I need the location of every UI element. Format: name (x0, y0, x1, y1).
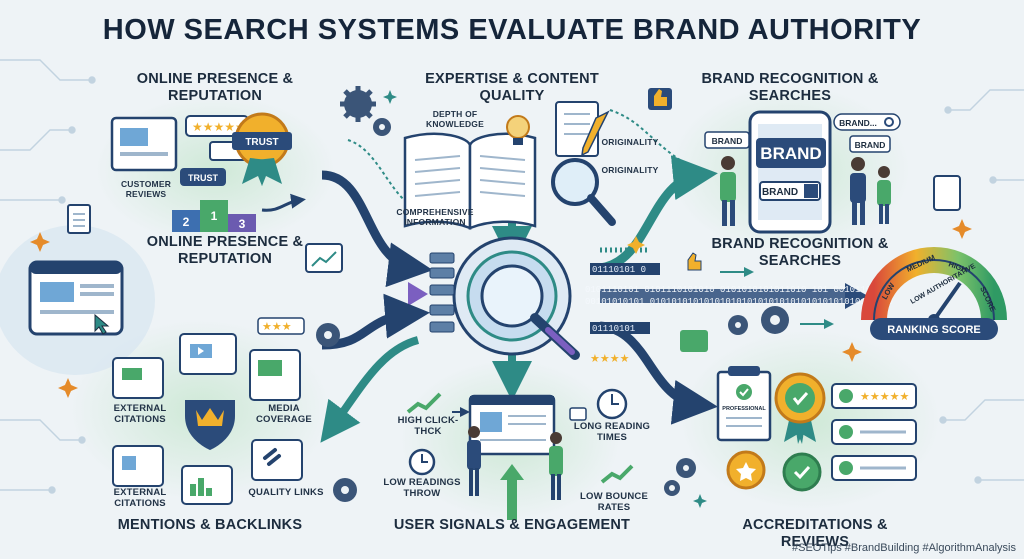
phone-brand-text: BRAND (760, 144, 821, 163)
ranking-gauge: RANKING SCORE LOW MEDIUM HIGH SCORE LOW … (861, 247, 1007, 340)
expertise-illustration (403, 101, 616, 230)
central-hub (429, 236, 580, 360)
browser-window-icon (28, 260, 124, 336)
customer-reviews-label: CUSTOMER REVIEWS (120, 179, 172, 199)
external-citations-label-1: EXTERNAL CITATIONS (113, 403, 167, 425)
ranking-label-text: RANKING SCORE (887, 324, 981, 336)
online-presence-illustration: ★★★★★ TRUST TRUST 2 1 3 (110, 112, 343, 273)
online-presence-heading-repeat: ONLINE PRESENCE & REPUTATION (146, 234, 304, 267)
long-reading-label: LONG READING TIMES (573, 421, 651, 443)
gear-icons (316, 86, 789, 502)
external-citations-label-2: EXTERNAL CITATIONS (113, 487, 167, 509)
cert-text-text: PROFESSIONAL (722, 406, 766, 412)
hashtags: #SEOTips #BrandBuilding #AlgorithmAnalys… (792, 542, 1016, 554)
svg-text:★★★★★: ★★★★★ (192, 120, 246, 134)
document-icons (67, 204, 91, 234)
bin-bot-text: 01110101 (592, 324, 635, 334)
sparkle-stars (30, 90, 972, 508)
originality-label-2: ORIGINALITY (601, 165, 659, 175)
online-presence-heading: ONLINE PRESENCE & REPUTATION (136, 71, 294, 104)
bin-top-text: 01110101 0 (592, 265, 646, 275)
comprehensive-information-label: COMPREHENSIVE INFORMATION (396, 207, 474, 227)
depth-of-knowledge-label: DEPTH OF KNOWLEDGE (426, 109, 484, 129)
page-title: HOW SEARCH SYSTEMS EVALUATE BRAND AUTHOR… (102, 14, 922, 46)
pod-1-text: 1 (211, 209, 218, 223)
high-clickthrough-label: HIGH CLICK-THCK (397, 415, 459, 437)
big-trust-text: TRUST (245, 137, 278, 148)
pod-2-text: 2 (183, 215, 190, 229)
media-coverage-label: MEDIA COVERAGE (256, 403, 312, 425)
low-bounce-label: LOW BOUNCE RATES (580, 491, 648, 513)
accreditations-heading: ACCREDITATIONS & REVIEWS (742, 517, 888, 550)
svg-text:★★★★★: ★★★★★ (860, 391, 909, 403)
user-signals-heading: USER SIGNALS & ENGAGEMENT (393, 517, 631, 533)
svg-text:★★★★: ★★★★ (590, 353, 630, 365)
mentions-illustration: ★★★ (112, 317, 305, 505)
small-trust-text: TRUST (188, 173, 218, 183)
expertise-heading: EXPERTISE & CONTENT QUALITY (425, 71, 599, 104)
bubble-brand-l-text: BRAND (712, 136, 743, 146)
pod-3-text: 3 (239, 217, 246, 231)
brand-recognition-illustration: BRAND BRAND BRAND BRAND BRAND... (648, 88, 961, 234)
accreditations-illustration: PROFESSIONAL ★★★★★ (680, 252, 917, 492)
quality-links-label: QUALITY LINKS (248, 487, 324, 498)
low-readings-label: LOW READINGS THROW (383, 477, 461, 499)
circuit-traces (0, 59, 1024, 494)
mentions-heading: MENTIONS & BACKLINKS (117, 517, 303, 533)
flow-arrows (130, 109, 868, 443)
search-bar-text: BRAND... (839, 118, 877, 128)
bin-mid2-text: 00101010101 0101010101010101010101010101… (585, 297, 893, 307)
user-signals-illustration: ★★★★ (406, 353, 634, 520)
binary-stream: 01110101 0 0101110101 0101110101010 0101… (585, 263, 893, 334)
brand-recognition-heading: BRAND RECOGNITION & SEARCHES (701, 71, 879, 104)
search-brand-text: BRAND (762, 187, 798, 198)
bin-mid1-text: 0101110101 0101110101010 010101010101101… (585, 285, 887, 295)
bubble-brand-r-text: BRAND (855, 140, 886, 150)
svg-text:★★★: ★★★ (262, 321, 292, 333)
originality-label-1: ORIGINALITY (601, 137, 659, 147)
brand-recognition-heading-repeat: BRAND RECOGNITION & SEARCHES (711, 236, 889, 269)
